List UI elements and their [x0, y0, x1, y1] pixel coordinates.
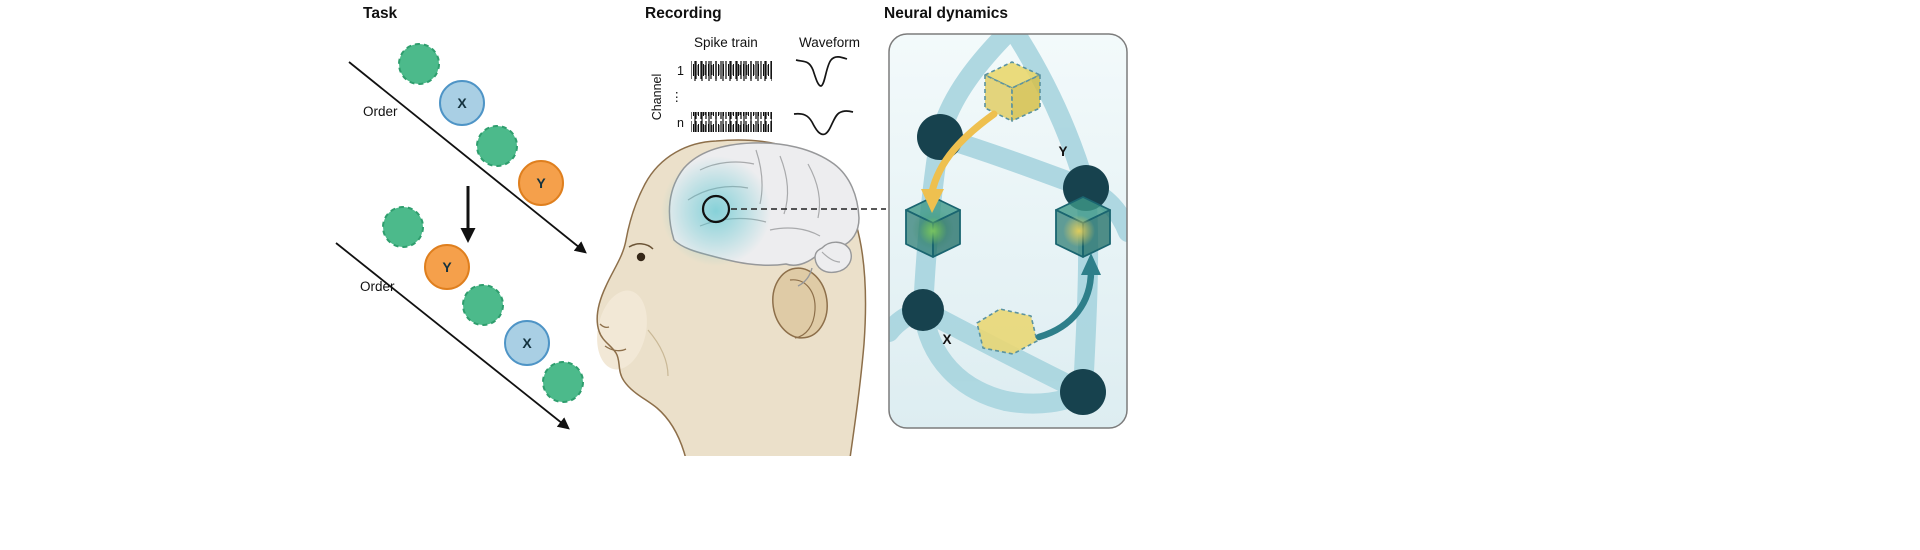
- spike-train-channel-n: [691, 112, 772, 132]
- mouth-line: [604, 345, 627, 352]
- transition-arrow-teal: [1035, 253, 1101, 341]
- sequence-2-order-arrow: [335, 242, 570, 430]
- task-title: Task: [363, 5, 398, 22]
- eyebrow-line: [628, 243, 654, 250]
- sequence-2-item-y-circle: [424, 244, 470, 290]
- sequence-1-filler-circle: [398, 43, 440, 85]
- eye: [636, 252, 646, 262]
- state-y-label: Y: [1058, 144, 1067, 159]
- state-x-label: X: [942, 332, 951, 347]
- sequence-2-filler-circle: [462, 284, 504, 326]
- channel-1-label: 1: [677, 64, 684, 78]
- sequence-2-item-x-circle: [504, 320, 550, 366]
- attractor-cube-left: [905, 196, 961, 258]
- monkey-head: [596, 139, 867, 456]
- transition-arrow-yellow: [921, 110, 998, 213]
- channel-axis-label: Channel: [650, 74, 664, 121]
- network-node: [917, 114, 963, 160]
- cheek-line: [647, 329, 669, 377]
- sequence-1-item-y-circle: [518, 160, 564, 206]
- inner-ear-line: [789, 279, 816, 339]
- waveform-channel-n: [793, 110, 854, 136]
- attractor-cube-right: [1055, 196, 1111, 258]
- neural-panel-border: [888, 33, 1128, 429]
- recording-title: Recording: [645, 5, 722, 22]
- sequence-2-filler-circle: [382, 206, 424, 248]
- task-sequence-1: Order X Y: [348, 43, 587, 254]
- sequence-1-item-x-label: X: [457, 95, 467, 111]
- network-node: [1063, 165, 1109, 211]
- network-node: [1060, 369, 1106, 415]
- spike-train-channel-1: [691, 61, 772, 81]
- cerebellum: [814, 241, 852, 274]
- state-space-network: Y X: [889, 34, 1127, 415]
- task-panel: Task Order X Y Order Y X: [335, 5, 587, 430]
- sequence-1-item-x-circle: [439, 80, 485, 126]
- sequence-2-filler-circle: [542, 361, 584, 403]
- sequence-1-filler-circle: [476, 125, 518, 167]
- recording-panel: Recording Spike train Waveform Channel 1…: [596, 5, 886, 456]
- brain-stem-line: [797, 267, 813, 287]
- network-node: [902, 289, 944, 331]
- recording-site-circle: [701, 194, 731, 224]
- sequence-2-order-label: Order: [360, 279, 395, 294]
- spike-train-label: Spike train: [694, 35, 758, 50]
- channel-n-label: n: [677, 116, 684, 130]
- muzzle-shading: [597, 290, 647, 370]
- network-nodes: [902, 114, 1109, 415]
- state-cube-y: [984, 61, 1041, 122]
- state-shape-x: [976, 308, 1038, 355]
- sequence-1-item-y-label: Y: [536, 175, 546, 191]
- channel-ellipsis: ⋮: [671, 90, 684, 104]
- sequence-2-item-x-label: X: [522, 335, 532, 351]
- nostril-line: [599, 323, 610, 329]
- neural-title: Neural dynamics: [884, 5, 1008, 22]
- task-sequence-2: Order Y X: [335, 206, 584, 430]
- neural-dynamics-panel: Neural dynamics: [884, 5, 1128, 429]
- sequence-1-order-label: Order: [363, 104, 398, 119]
- sequence-1-order-arrow: [348, 61, 587, 254]
- sequence-2-item-y-label: Y: [442, 259, 452, 275]
- waveform-label: Waveform: [799, 35, 860, 50]
- waveform-channel-1: [795, 56, 848, 87]
- recording-region-highlight: [661, 156, 771, 266]
